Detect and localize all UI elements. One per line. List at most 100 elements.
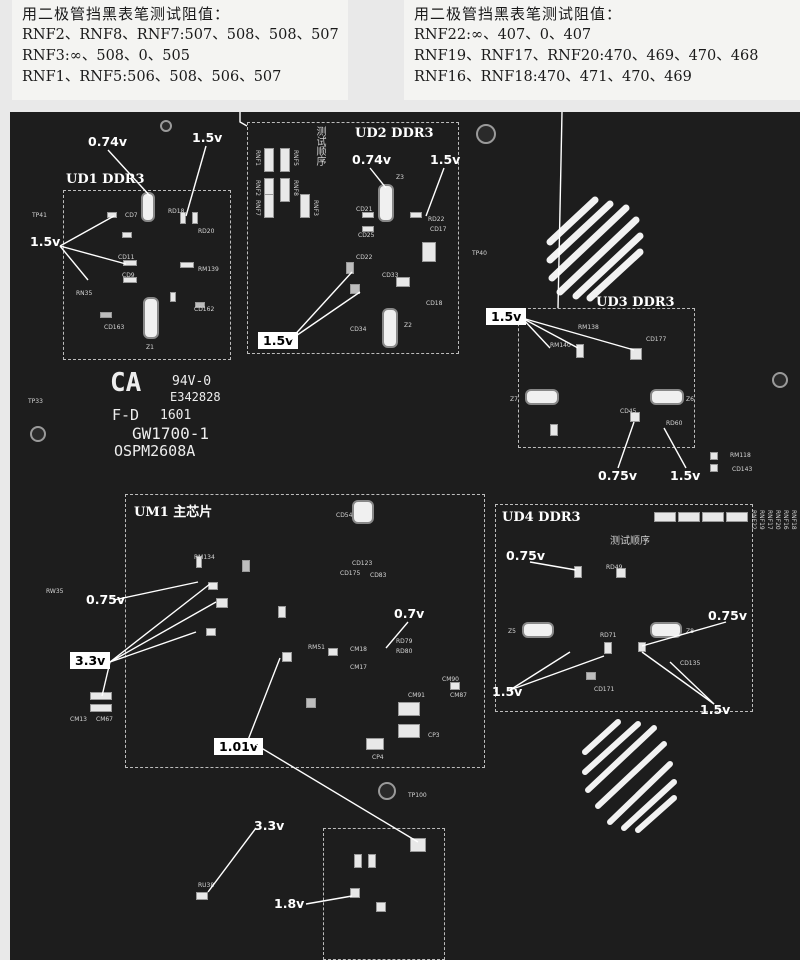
smd-pad <box>122 232 132 238</box>
silk-label: CD171 <box>594 686 615 693</box>
smd-pad <box>350 888 360 898</box>
smd-pad <box>206 628 216 636</box>
smd-pad <box>410 212 422 218</box>
manufacturer-logo: CA <box>110 368 142 398</box>
silk-label: CD11 <box>118 254 135 261</box>
resistance-note-left: 用二极管挡黑表笔测试阻值： RNF2、RNF8、RNF7:507、508、508… <box>12 0 348 100</box>
silk-label: CD33 <box>382 272 399 279</box>
silk-label: Z8 <box>686 628 694 635</box>
capacitor-z5 <box>522 622 554 638</box>
note-line: RNF22:∞、407、0、407 <box>414 27 592 43</box>
um1-label: UM1 主芯片 <box>134 505 213 520</box>
smd-pad <box>710 452 718 460</box>
note-line: RNF3:∞、508、0、505 <box>22 48 190 64</box>
smd-pad <box>123 277 137 283</box>
smd-pad <box>170 292 176 302</box>
smd-pad <box>346 262 354 274</box>
silk-label: RNF3 <box>312 200 319 216</box>
silk-label: RD60 <box>666 420 683 427</box>
resistor-network-rnf8 <box>280 178 290 202</box>
smd-pad <box>586 672 596 680</box>
smd-pad <box>208 582 218 590</box>
resistor-network-rnf20 <box>726 512 748 522</box>
silk-label: RNF5 <box>292 150 299 166</box>
silk-label: TP40 <box>472 250 487 257</box>
silk-label: RNF8 <box>292 180 299 196</box>
ud3-label: UD3 DDR3 <box>596 295 675 310</box>
smd-pad <box>410 838 426 852</box>
smd-pad <box>195 302 205 308</box>
silk-label: Z6 <box>686 396 694 403</box>
silk-label: CD54 <box>336 512 353 519</box>
smd-pad <box>354 854 362 868</box>
smd-pad <box>196 892 208 900</box>
voltage-ud4-bottom1: 1.5v <box>492 684 523 699</box>
silk-label: CD143 <box>732 466 753 473</box>
zone-ud2 <box>247 122 459 354</box>
smd-pad <box>216 598 228 608</box>
voltage-bottom-1v8: 1.8v <box>274 896 305 911</box>
capacitor-z7 <box>525 389 559 405</box>
smd-pad <box>180 262 194 268</box>
resistance-note-right: 用二极管挡黑表笔测试阻值： RNF22:∞、407、0、407 RNF19、RN… <box>404 0 800 100</box>
silk-label: CM87 <box>450 692 468 699</box>
mounting-hole <box>378 782 396 800</box>
capacitor <box>378 184 394 222</box>
resistor-network-rnf1 <box>264 148 274 172</box>
silk-label: CD123 <box>352 560 373 567</box>
silk-label: RNF7 <box>254 200 261 216</box>
silk-label: RNF17 <box>766 510 773 530</box>
silk-label: CD18 <box>426 300 443 307</box>
silk-label: RD80 <box>396 648 413 655</box>
silk-label: CD83 <box>370 572 387 579</box>
silk-label: RN35 <box>76 290 93 297</box>
smd-pad <box>362 226 374 232</box>
silk-label: RM138 <box>578 324 599 331</box>
note-heading: 用二极管挡黑表笔测试阻值： <box>414 5 623 23</box>
ud4-label: UD4 DDR3 <box>502 510 581 525</box>
voltage-ud4-right: 0.75v <box>708 608 747 623</box>
zone-ud4 <box>495 504 753 712</box>
silk-label: RNF18 <box>790 510 797 530</box>
silk-label: RNF2 <box>254 180 261 196</box>
silk-label: TP41 <box>32 212 47 219</box>
zone-um1 <box>125 494 485 768</box>
voltage-ud4-top: 0.75v <box>506 548 545 563</box>
voltage-ud2-top: 0.74v <box>352 152 391 167</box>
smd-pad <box>306 698 316 708</box>
silk-label: CM13 <box>70 716 88 723</box>
fd-mark: F-D <box>112 406 140 424</box>
zone-ud3 <box>518 308 695 448</box>
smd-pad <box>282 652 292 662</box>
silk-label: Z3 <box>396 174 404 181</box>
capacitor <box>352 500 374 524</box>
smd-pad <box>366 738 384 750</box>
silk-label: CD162 <box>194 306 215 313</box>
silk-label: CD135 <box>680 660 701 667</box>
smd-pad <box>616 568 626 578</box>
date-code: 1601 <box>160 408 192 423</box>
smd-pad <box>362 212 374 218</box>
capacitor <box>143 297 159 339</box>
smd-pad <box>450 682 460 690</box>
voltage-ud2-top2: 1.5v <box>430 152 461 167</box>
silk-label: CD163 <box>104 324 125 331</box>
mounting-hole <box>772 372 788 388</box>
voltage-um1-1v01: 1.01v <box>214 738 263 755</box>
silk-label: TP33 <box>28 398 43 405</box>
smd-pad <box>192 212 198 224</box>
smd-pad <box>242 560 250 572</box>
smd-pad <box>90 704 112 712</box>
resistor-network-rnf22 <box>654 512 676 522</box>
silk-label: RNF16 <box>782 510 789 530</box>
voltage-ud4-bottom2: 1.5v <box>700 702 731 717</box>
note-line: RNF1、RNF5:506、508、506、507 <box>22 69 282 85</box>
ud2-label: UD2 DDR3 <box>355 126 434 141</box>
silk-label: CD22 <box>356 254 373 261</box>
silk-label: CD34 <box>350 326 367 333</box>
resistor-network-rnf17 <box>702 512 724 522</box>
smd-pad <box>368 854 376 868</box>
smd-pad <box>328 648 338 656</box>
silk-label: CD177 <box>646 336 667 343</box>
silk-label: CP4 <box>372 754 384 761</box>
